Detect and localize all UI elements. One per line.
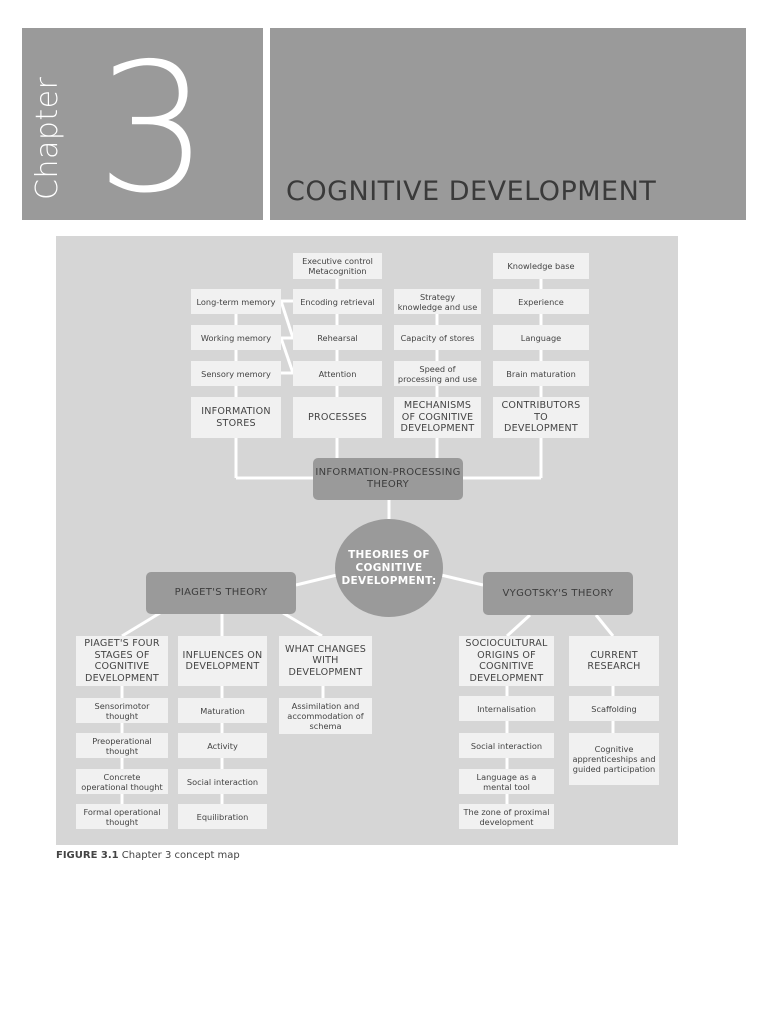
heading-influences: INFLUENCES ON DEVELOPMENT [178, 636, 267, 686]
box-strategy-knowledge: Strategy knowledge and use [394, 289, 481, 314]
box-attention: Attention [293, 361, 382, 386]
box-formal-operational: Formal operational thought [76, 804, 168, 829]
chapter-title: COGNITIVE DEVELOPMENT [286, 176, 657, 207]
box-social-interaction-piaget: Social interaction [178, 769, 267, 794]
heading-processes: PROCESSES [293, 397, 382, 438]
box-knowledge-base: Knowledge base [493, 253, 589, 279]
box-sensory-memory: Sensory memory [191, 361, 281, 386]
box-activity: Activity [178, 733, 267, 758]
heading-current-research: CURRENT RESEARCH [569, 636, 659, 686]
box-zone-proximal: The zone of proximal development [459, 804, 554, 829]
vygotsky-theory: VYGOTSKY'S THEORY [483, 572, 633, 615]
box-equilibration: Equilibration [178, 804, 267, 829]
box-language-mental-tool: Language as a mental tool [459, 769, 554, 794]
figure-caption-text: Chapter 3 concept map [121, 850, 240, 861]
heading-mechanisms: MECHANISMS OF COGNITIVE DEVELOPMENT [394, 397, 481, 438]
box-concrete-operational: Concrete operational thought [76, 769, 168, 794]
box-long-term-memory: Long-term memory [191, 289, 281, 314]
figure-caption: FIGURE 3.1 Chapter 3 concept map [56, 850, 240, 861]
box-cognitive-apprenticeships: Cognitive apprenticeships and guided par… [569, 733, 659, 785]
box-experience: Experience [493, 289, 589, 314]
box-encoding-retrieval: Encoding retrieval [293, 289, 382, 314]
center-theories: THEORIES OF COGNITIVE DEVELOPMENT: [335, 519, 443, 617]
chapter-banner [22, 28, 263, 220]
box-brain-maturation: Brain maturation [493, 361, 589, 386]
box-assimilation: Assimilation and accommodation of schema [279, 698, 372, 734]
piaget-theory: PIAGET'S THEORY [146, 572, 296, 614]
figure-label: FIGURE 3.1 [56, 850, 119, 861]
box-social-interaction-vygotsky: Social interaction [459, 733, 554, 758]
box-preoperational: Preoperational thought [76, 733, 168, 758]
title-banner [270, 28, 746, 220]
heading-sociocultural-origins: SOCIOCULTURAL ORIGINS OF COGNITIVE DEVEL… [459, 636, 554, 686]
chapter-word: Chapter [30, 76, 65, 200]
box-executive-control: Executive control Metacognition [293, 253, 382, 279]
heading-information-stores: INFORMATION STORES [191, 397, 281, 438]
box-speed-of-processing: Speed of processing and use [394, 361, 481, 386]
heading-contributors: CONTRIBUTORS TO DEVELOPMENT [493, 397, 589, 438]
heading-what-changes: WHAT CHANGES WITH DEVELOPMENT [279, 636, 372, 686]
info-processing-theory: INFORMATION-PROCESSING THEORY [313, 458, 463, 500]
box-scaffolding: Scaffolding [569, 696, 659, 721]
box-maturation: Maturation [178, 698, 267, 723]
box-language: Language [493, 325, 589, 350]
box-capacity-of-stores: Capacity of stores [394, 325, 481, 350]
chapter-number: 3 [96, 25, 210, 232]
box-internalisation: Internalisation [459, 696, 554, 721]
box-sensorimotor: Sensorimotor thought [76, 698, 168, 723]
box-working-memory: Working memory [191, 325, 281, 350]
heading-piaget-stages: PIAGET'S FOUR STAGES OF COGNITIVE DEVELO… [76, 636, 168, 686]
box-rehearsal: Rehearsal [293, 325, 382, 350]
